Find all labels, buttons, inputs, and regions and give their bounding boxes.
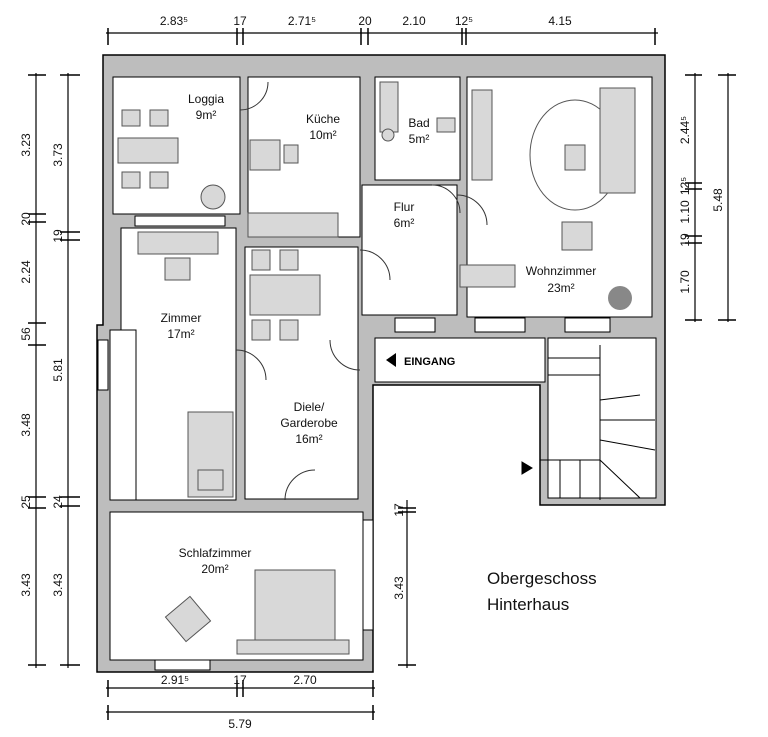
dim-left-inner-5: 3.43	[51, 573, 65, 597]
area-kueche: 10m²	[309, 128, 336, 142]
entrance-arrow-icon	[386, 353, 396, 367]
dim-left-1: 3.23	[19, 133, 33, 157]
furniture	[117, 81, 636, 655]
label-wohnzimmer: Wohnzimmer	[526, 264, 596, 278]
area-diele: 16m²	[295, 432, 322, 446]
dim-top-6: 12⁵	[455, 14, 473, 28]
dim-bottom-total: 5.79	[228, 717, 252, 731]
windows	[97, 215, 611, 671]
dim-top-7: 4.15	[548, 14, 572, 28]
entrance-label: EINGANG	[404, 356, 455, 368]
area-loggia: 9m²	[196, 108, 217, 122]
area-schlafzimmer: 20m²	[201, 562, 228, 576]
dim-inner-1: 17	[392, 503, 406, 517]
dim-left-inner-1: 3.73	[51, 143, 65, 167]
dim-bottom-3: 2.70	[293, 673, 317, 687]
dim-right-2: 12⁵	[678, 177, 692, 195]
dim-left-3: 2.24	[19, 260, 33, 284]
stairwell	[547, 337, 657, 499]
dim-inner-2: 3.43	[392, 576, 406, 600]
dim-left-inner-3: 5.81	[51, 358, 65, 382]
dimension-labels: 2.83⁵ 17 2.71⁵ 20 2.10 12⁵ 4.15 3.23 20 …	[19, 14, 725, 731]
area-zimmer: 17m²	[167, 327, 194, 341]
dim-left-inner-4: 24	[51, 495, 65, 509]
dim-top-5: 2.10	[402, 14, 426, 28]
plan-title-line1: Obergeschoss	[487, 569, 597, 588]
dim-right-3: 1.10	[678, 200, 692, 224]
room-eingang	[374, 337, 546, 383]
label-kueche: Küche	[306, 112, 340, 126]
area-bad: 5m²	[409, 132, 430, 146]
label-diele: Diele/	[294, 400, 325, 414]
dim-right-1: 2.44⁵	[678, 116, 692, 144]
dim-left-4: 56	[19, 327, 33, 341]
area-wohnzimmer: 23m²	[547, 281, 574, 295]
plan-title-line2: Hinterhaus	[487, 595, 569, 614]
label-loggia: Loggia	[188, 92, 224, 106]
dim-left-2: 20	[19, 212, 33, 226]
dim-left-7: 3.43	[19, 573, 33, 597]
doors	[235, 81, 488, 501]
dim-left-5: 3.48	[19, 413, 33, 437]
dim-top-2: 17	[233, 14, 247, 28]
stairs	[521, 345, 656, 500]
label-garderobe: Garderobe	[280, 416, 338, 430]
dim-left-6: 25	[19, 495, 33, 509]
dim-right-5: 1.70	[678, 270, 692, 294]
dim-left-inner-2: 19	[51, 229, 65, 243]
room-zimmer-niche	[109, 329, 137, 501]
dim-top-4: 20	[358, 14, 372, 28]
stair-arrow-icon	[521, 461, 533, 475]
dim-bottom-2: 17	[233, 673, 247, 687]
area-flur: 6m²	[394, 216, 415, 230]
dim-right-inner-1: 5.48	[711, 188, 725, 212]
dim-right-4: 19	[678, 233, 692, 247]
dim-top-3: 2.71⁵	[288, 14, 316, 28]
dimension-lines	[28, 28, 736, 720]
label-schlafzimmer: Schlafzimmer	[179, 546, 252, 560]
label-bad: Bad	[408, 116, 429, 130]
label-flur: Flur	[394, 200, 415, 214]
label-zimmer: Zimmer	[161, 311, 202, 325]
dim-bottom-1: 2.91⁵	[161, 673, 189, 687]
dim-top-1: 2.83⁵	[160, 14, 188, 28]
